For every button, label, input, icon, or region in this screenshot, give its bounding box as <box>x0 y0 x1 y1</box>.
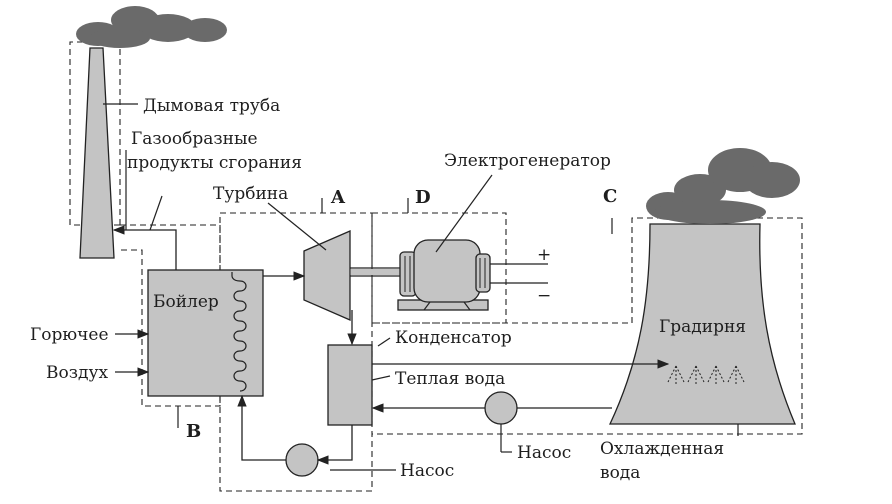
zone-label-c: C <box>603 186 617 207</box>
label-pump-bottom: Насос <box>400 461 454 481</box>
label-pump-right: Насос <box>517 443 571 463</box>
label-turbine: Турбина <box>213 184 288 204</box>
label-air: Воздух <box>46 363 108 383</box>
pump-to-boiler <box>237 394 286 461</box>
zone-label-d: D <box>415 187 431 208</box>
boiler-heating-coil <box>231 275 247 392</box>
label-chimney: Дымовая труба <box>143 96 280 116</box>
cooling-tower <box>608 223 796 425</box>
chimney <box>79 47 115 259</box>
spray-nozzles <box>667 365 745 384</box>
label-boiler: Бойлер <box>153 292 219 312</box>
label-flue-gas-1: Газообразные <box>131 129 258 149</box>
label-generator: Электрогенератор <box>444 151 611 171</box>
label-cooled-water-1: Охлажденная <box>600 439 724 459</box>
zone-b-boundary <box>120 224 221 407</box>
pump-bottom <box>285 443 319 477</box>
label-flue-gas-2: продукты сгорания <box>127 153 302 173</box>
generator <box>397 239 491 311</box>
turbine <box>303 230 351 321</box>
label-minus: − <box>537 286 551 306</box>
flue-gas-arrow <box>112 225 177 270</box>
pump-right <box>484 391 518 425</box>
zone-label-b: B <box>186 421 201 442</box>
label-cooling-tower: Градирня <box>659 317 746 337</box>
condenser-to-pump <box>316 425 353 465</box>
label-fuel: Горючее <box>30 325 109 345</box>
chimney-smoke <box>76 6 227 48</box>
zone-label-a: A <box>330 187 346 208</box>
label-cooled-water-2: вода <box>600 463 640 483</box>
label-plus: + <box>537 245 551 265</box>
boiler <box>147 269 264 397</box>
label-warm-water: Теплая вода <box>395 369 505 389</box>
cooling-tower-smoke <box>646 148 800 224</box>
label-condenser: Конденсатор <box>395 328 512 348</box>
condenser <box>327 344 373 426</box>
